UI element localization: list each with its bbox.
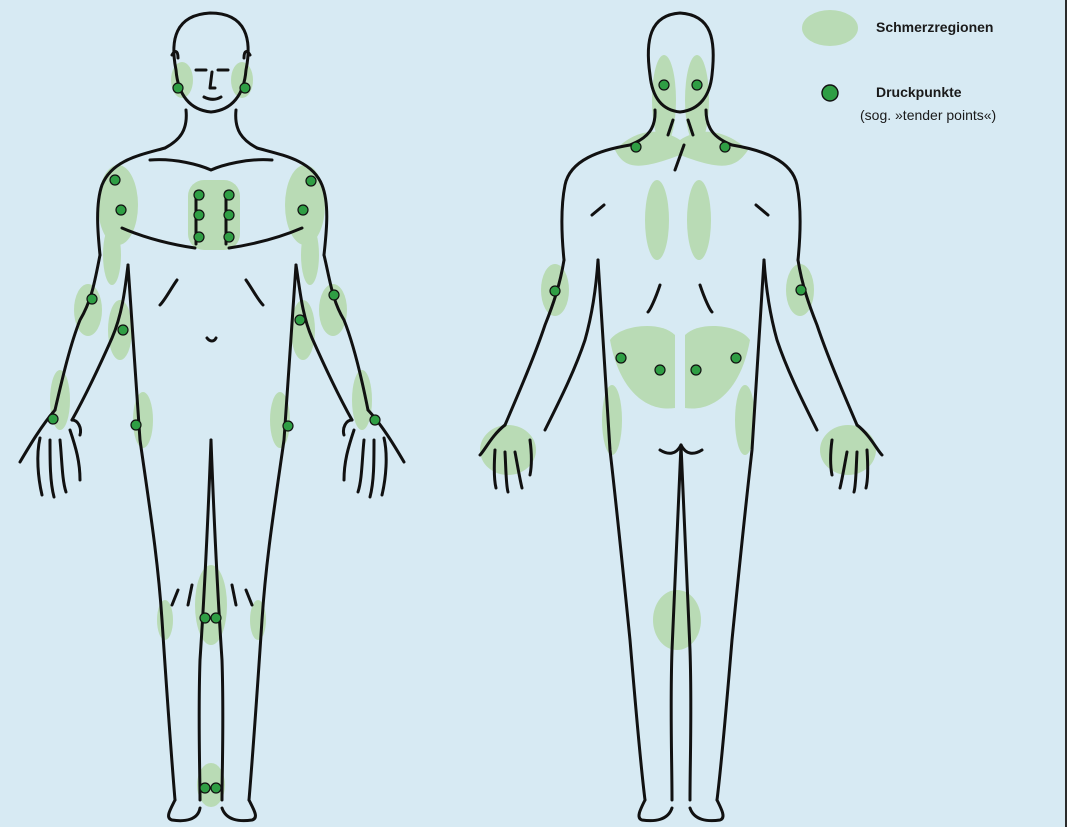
- tender-point: [224, 232, 234, 242]
- tender-point: [731, 353, 741, 363]
- tender-point: [306, 176, 316, 186]
- tender-point: [796, 285, 806, 295]
- front-figure: [20, 13, 404, 821]
- pain-region-knee-left: [157, 600, 173, 640]
- tender-point: [655, 365, 665, 375]
- tender-point: [131, 420, 141, 430]
- tender-point: [48, 414, 58, 424]
- pain-region-upperarm-right: [301, 225, 319, 285]
- tender-point: [550, 286, 560, 296]
- pain-region-neck-right: [685, 55, 709, 145]
- back-pain-regions: [480, 55, 876, 650]
- legend-tender-point-swatch: [822, 85, 838, 101]
- tender-point: [194, 210, 204, 220]
- pain-region-hip-left: [602, 385, 622, 455]
- tender-point: [692, 80, 702, 90]
- tender-point: [211, 783, 221, 793]
- tender-point: [173, 83, 183, 93]
- tender-point: [200, 613, 210, 623]
- tender-point: [194, 232, 204, 242]
- legend-markers: [802, 10, 858, 101]
- tender-point: [224, 210, 234, 220]
- tender-point: [211, 613, 221, 623]
- tender-point: [240, 83, 250, 93]
- back-figure: [480, 13, 882, 821]
- pain-region-upperarm-left: [103, 225, 121, 285]
- pain-region-hand-left: [480, 425, 536, 475]
- tender-point: [631, 142, 641, 152]
- tender-point: [194, 190, 204, 200]
- back-outline: [480, 13, 882, 821]
- pain-region-upperback-right: [687, 180, 711, 260]
- front-outline: [20, 13, 404, 821]
- pain-region-neck-left: [652, 55, 676, 145]
- tender-point: [298, 205, 308, 215]
- tender-point: [295, 315, 305, 325]
- tender-point: [720, 142, 730, 152]
- legend-pain-region-swatch: [802, 10, 858, 46]
- pain-region-knees-center: [195, 565, 227, 645]
- tender-point: [616, 353, 626, 363]
- pain-region-lowback: [610, 326, 675, 409]
- tender-point: [659, 80, 669, 90]
- tender-point: [110, 175, 120, 185]
- tender-point: [224, 190, 234, 200]
- pain-region-upperback-left: [645, 180, 669, 260]
- tender-point: [118, 325, 128, 335]
- tender-point: [116, 205, 126, 215]
- tender-point: [283, 421, 293, 431]
- legend-pain-regions-label: Schmerzregionen: [876, 19, 993, 35]
- tender-point: [329, 290, 339, 300]
- legend-tender-points-note: (sog. »tender points«): [860, 107, 996, 123]
- tender-point: [370, 415, 380, 425]
- tender-point: [691, 365, 701, 375]
- tender-point: [87, 294, 97, 304]
- front-pain-regions: [50, 62, 372, 807]
- tender-point: [200, 783, 210, 793]
- pain-region-calves: [653, 590, 701, 650]
- legend-tender-points-label: Druckpunkte: [876, 84, 962, 100]
